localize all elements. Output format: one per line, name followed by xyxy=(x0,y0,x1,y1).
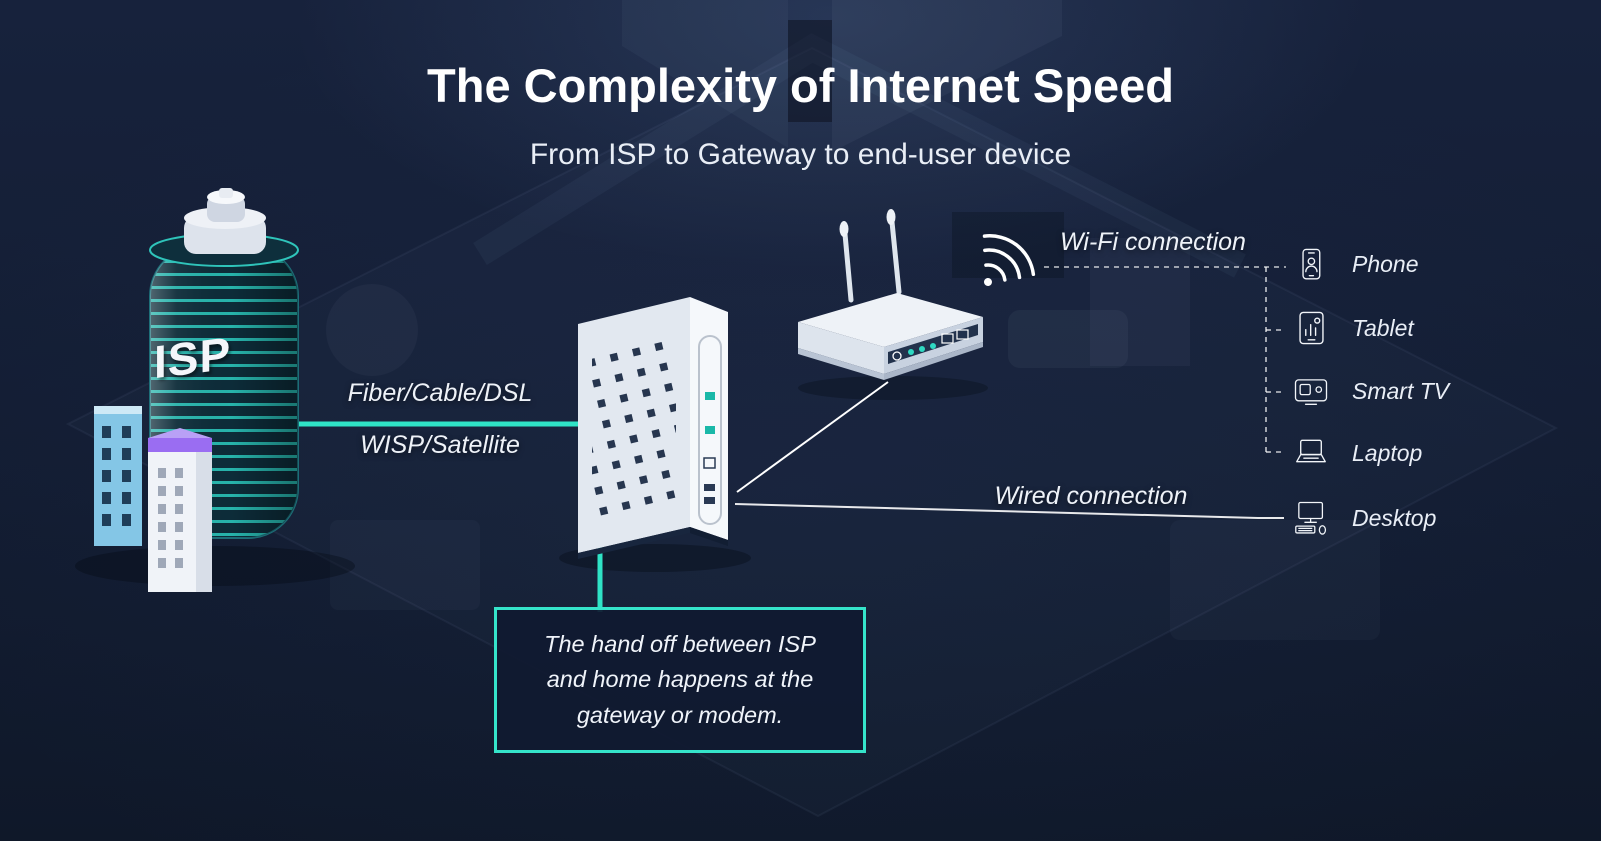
gateway-modem xyxy=(578,297,728,559)
wifi-connection-label: Wi-Fi connection xyxy=(1060,228,1246,256)
device-row-laptop: Laptop xyxy=(1288,429,1422,477)
device-label: Smart TV xyxy=(1352,377,1450,404)
callout-text: The hand off between ISP and home happen… xyxy=(544,631,816,728)
device-row-tablet: Tablet xyxy=(1288,304,1414,352)
router-shadow xyxy=(798,376,988,400)
wifi-signal-icon xyxy=(982,234,1036,286)
device-label: Laptop xyxy=(1352,439,1423,466)
fiber-cable-dsl-label: Fiber/Cable/DSL xyxy=(347,379,533,407)
smart-tv-icon xyxy=(1288,376,1334,407)
page-title: The Complexity of Internet Speed xyxy=(427,59,1174,112)
device-row-smart-tv: Smart TV xyxy=(1288,367,1449,415)
device-label: Phone xyxy=(1352,250,1419,277)
isp-building xyxy=(94,188,299,592)
wired-connection-label: Wired connection xyxy=(994,482,1188,510)
tablet-icon xyxy=(1288,310,1334,346)
wifi-router xyxy=(798,209,983,380)
isp-shadow xyxy=(75,546,355,586)
laptop-icon xyxy=(1288,437,1334,469)
background-floorplan xyxy=(65,0,1559,818)
wired-connection-line xyxy=(734,381,1284,519)
device-label: Desktop xyxy=(1352,504,1437,531)
phone-icon xyxy=(1288,247,1334,282)
wifi-connection-line xyxy=(1044,266,1286,454)
device-row-phone: Phone xyxy=(1288,240,1419,288)
desktop-icon xyxy=(1288,501,1334,536)
device-label: Tablet xyxy=(1352,314,1414,341)
page-subtitle: From ISP to Gateway to end-user device xyxy=(529,138,1072,171)
wisp-satellite-label: WISP/Satellite xyxy=(360,431,520,459)
isp-to-gateway-line xyxy=(290,421,603,612)
device-row-desktop: Desktop xyxy=(1288,494,1436,542)
callout-box: The hand off between ISP and home happen… xyxy=(494,607,866,753)
